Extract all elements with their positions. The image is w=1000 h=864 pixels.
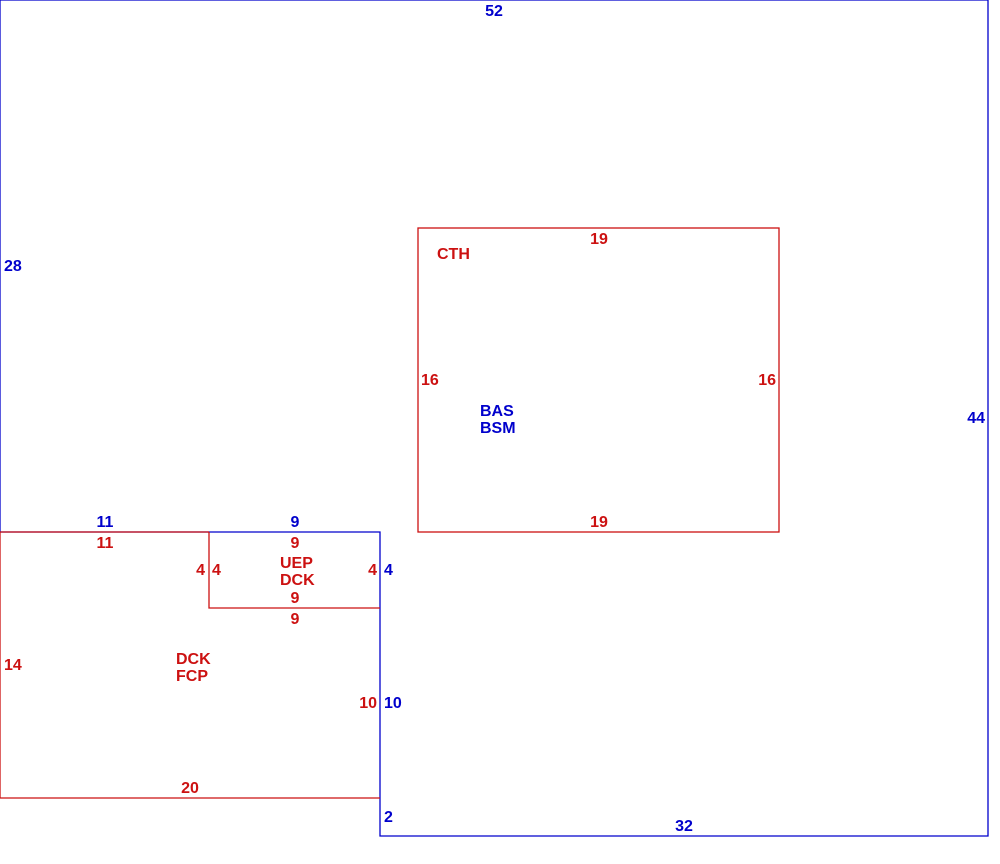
outer-step-top-mid-dim: 9 xyxy=(291,514,300,531)
room-dck-fcp-top-dim: 11 xyxy=(97,535,114,552)
room-cth-bottom-dim: 19 xyxy=(590,514,608,531)
room-uep-dck-outline xyxy=(208,532,380,609)
room-uep-dck-bottom-dim: 9 xyxy=(291,590,300,607)
outer-top-dim: 52 xyxy=(485,3,503,20)
room-uep-dck-top-dim: 9 xyxy=(291,535,300,552)
outer-left-dim: 28 xyxy=(4,258,22,275)
room-dck-fcp-step-left-dim: 4 xyxy=(196,562,205,579)
room-cth-top-dim: 19 xyxy=(590,231,608,248)
room-cth-left-dim: 16 xyxy=(421,372,439,389)
room-dck-fcp-name-line-2: FCP xyxy=(176,668,208,685)
outer-right-dim: 44 xyxy=(967,410,985,427)
outer-boundary xyxy=(0,0,989,837)
room-uep-dck-left-dim: 4 xyxy=(212,562,221,579)
outer-name-line-2: BSM xyxy=(480,420,516,437)
room-uep-dck-name-line-1: UEP xyxy=(280,555,313,572)
outer-step-corner-dim: 2 xyxy=(384,809,393,826)
outer-name-line-1: BAS xyxy=(480,403,514,420)
outer-step-right-lower-dim: 10 xyxy=(384,695,402,712)
outer-step-top-left-dim: 11 xyxy=(97,514,114,531)
room-dck-fcp-left-dim: 14 xyxy=(4,657,22,674)
room-cth-name: CTH xyxy=(437,246,470,263)
room-uep-dck-right-dim: 4 xyxy=(368,562,377,579)
room-uep-dck-name-line-2: DCK xyxy=(280,572,315,589)
room-dck-fcp-bottom-dim: 20 xyxy=(181,780,199,797)
room-dck-fcp-name-line-1: DCK xyxy=(176,651,211,668)
room-dck-fcp-right-lower-dim: 10 xyxy=(359,695,377,712)
room-cth-right-dim: 16 xyxy=(758,372,776,389)
room-cth-outline xyxy=(417,227,780,533)
room-dck-fcp-step-bottom-dim: 9 xyxy=(291,611,300,628)
outer-step-right-upper-dim: 4 xyxy=(384,562,393,579)
room-dck-fcp-outline xyxy=(0,532,380,799)
outer-bottom-dim: 32 xyxy=(675,818,693,835)
